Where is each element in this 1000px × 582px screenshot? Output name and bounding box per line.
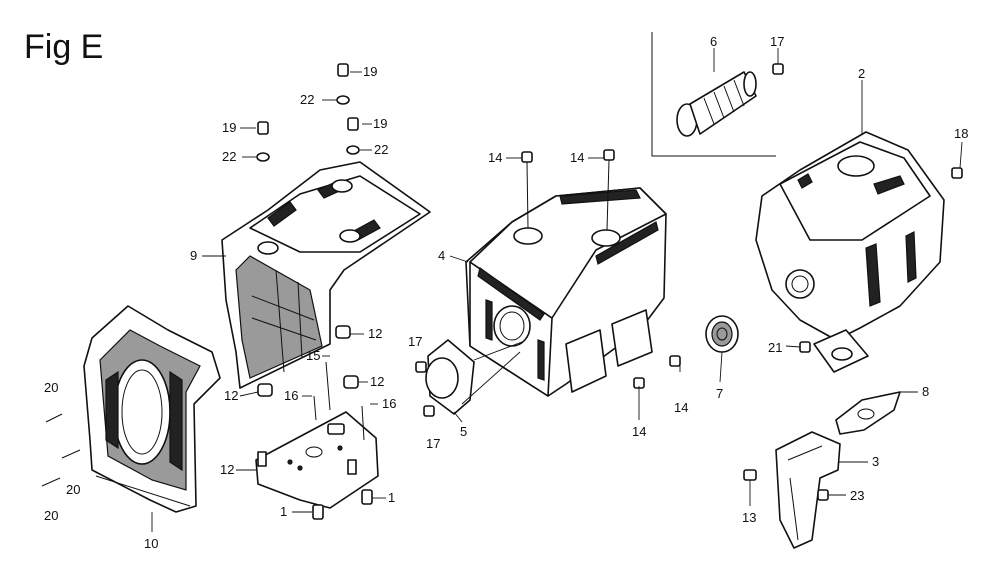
- callout-label: 22: [374, 142, 388, 157]
- callout-label: 9: [190, 248, 197, 263]
- callout-label: 18: [954, 126, 968, 141]
- callout-label: 22: [222, 149, 236, 164]
- callout-label: 20: [66, 482, 80, 497]
- callout-label: 12: [368, 326, 382, 341]
- callout-label: 1: [388, 490, 395, 505]
- callout-label: 5: [460, 424, 467, 439]
- callout-label: 15: [306, 348, 320, 363]
- callout-label: 19: [363, 64, 377, 79]
- callout-label: 16: [382, 396, 396, 411]
- callout-label: 22: [300, 92, 314, 107]
- part-6-spark-arrester: [676, 63, 784, 137]
- callout-label: 12: [370, 374, 384, 389]
- callout-label: 17: [770, 34, 784, 49]
- callout-label: 14: [632, 424, 646, 439]
- callout-label: 2: [858, 66, 865, 81]
- callout-label: 17: [408, 334, 422, 349]
- part-2-muffler-body: [755, 131, 963, 373]
- part-fasteners-right: [415, 149, 681, 417]
- callout-label: 17: [426, 436, 440, 451]
- part-11-plate: [255, 411, 379, 509]
- part-10-base-frame: [83, 305, 221, 513]
- callout-label: 21: [768, 340, 782, 355]
- callout-label: 19: [222, 120, 236, 135]
- part-fasteners-center: [41, 63, 373, 520]
- callout-label: 10: [144, 536, 158, 551]
- callout-label: 13: [742, 510, 756, 525]
- callout-label: 14: [674, 400, 688, 415]
- part-3-bracket: [743, 431, 841, 549]
- callout-label: 6: [710, 34, 717, 49]
- part-9-top-frame: [221, 161, 431, 389]
- callout-label: 12: [224, 388, 238, 403]
- callout-label: 20: [44, 380, 58, 395]
- callout-label: 12: [220, 462, 234, 477]
- callout-label: 19: [373, 116, 387, 131]
- callout-label: 23: [850, 488, 864, 503]
- callout-label: 3: [872, 454, 879, 469]
- callout-label: 8: [922, 384, 929, 399]
- callout-label: 14: [488, 150, 502, 165]
- callout-label: 14: [570, 150, 584, 165]
- callout-label: 16: [284, 388, 298, 403]
- inset-bracket: [651, 32, 776, 157]
- part-7-flange: [705, 315, 739, 353]
- callout-labels: 19 22 19 19 22 22 9 12 15 12 12 16 16 12…: [44, 34, 968, 551]
- leader-lines: [151, 48, 963, 532]
- part-5-cap: [425, 339, 523, 415]
- callout-label: 1: [280, 504, 287, 519]
- callout-label: 7: [716, 386, 723, 401]
- callout-label: 4: [438, 248, 445, 263]
- part-4-muffler-cover: [465, 187, 667, 397]
- callout-label: 20: [44, 508, 58, 523]
- figure-title: Fig E: [24, 28, 103, 66]
- part-8-gasket: [835, 391, 901, 435]
